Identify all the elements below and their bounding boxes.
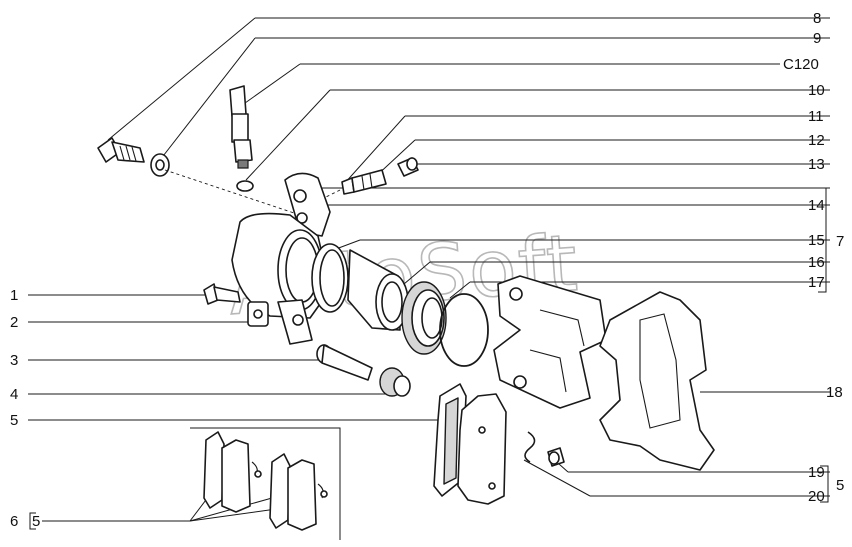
piston-seal (311, 243, 349, 313)
callout-8: 8 (813, 10, 821, 27)
callout-10: 10 (808, 82, 825, 99)
callout-1: 1 (10, 287, 18, 304)
callout-18: 18 (826, 384, 843, 401)
callout-11: 11 (808, 108, 824, 125)
callout-13: 13 (808, 156, 825, 173)
guide-bushing (379, 367, 411, 397)
small-washer (236, 180, 254, 192)
inset-frame (190, 427, 341, 540)
right-leader-lines (107, 17, 830, 503)
brake-pad-inner (457, 393, 507, 505)
callout-labels: 8 9 C120 10 11 12 13 7 14 15 16 17 18 19… (10, 10, 844, 530)
callout-5: 5 (10, 412, 18, 429)
callout-16: 16 (808, 254, 825, 271)
callout-17: 17 (808, 274, 825, 291)
mounting-bolt (547, 447, 565, 467)
callout-4: 4 (10, 386, 18, 403)
callout-19: 19 (808, 464, 825, 481)
wear-sensor (229, 85, 253, 169)
callout-14: 14 (808, 197, 825, 214)
callout-3: 3 (10, 352, 18, 369)
inset-pad-set-front (203, 431, 262, 513)
callout-5-bracket: 5 (836, 477, 844, 494)
callout-c120: C120 (783, 56, 819, 73)
caliper-housing (231, 172, 331, 345)
retaining-ring (439, 293, 489, 367)
bleeder-cap (397, 157, 419, 177)
inset-pad-set-rear (269, 453, 328, 531)
piston (347, 249, 409, 331)
guide-pin (316, 344, 373, 381)
bleeder-screw (341, 169, 387, 195)
dust-boot (401, 281, 447, 355)
caliper-frame (493, 275, 607, 409)
callout-6: 6 (10, 513, 18, 530)
callout-6-sub-5: 5 (32, 513, 40, 530)
callout-12: 12 (808, 132, 825, 149)
bleed-bolt (97, 137, 145, 163)
callout-2: 2 (10, 314, 18, 331)
callout-7: 7 (836, 233, 844, 250)
callout-9: 9 (813, 30, 821, 47)
guide-bolt (203, 283, 241, 305)
caliper-carrier (599, 291, 715, 471)
callout-20: 20 (808, 488, 825, 505)
callout-15: 15 (808, 232, 825, 249)
anti-rattle-spring (524, 431, 536, 463)
copper-washer (150, 153, 170, 177)
